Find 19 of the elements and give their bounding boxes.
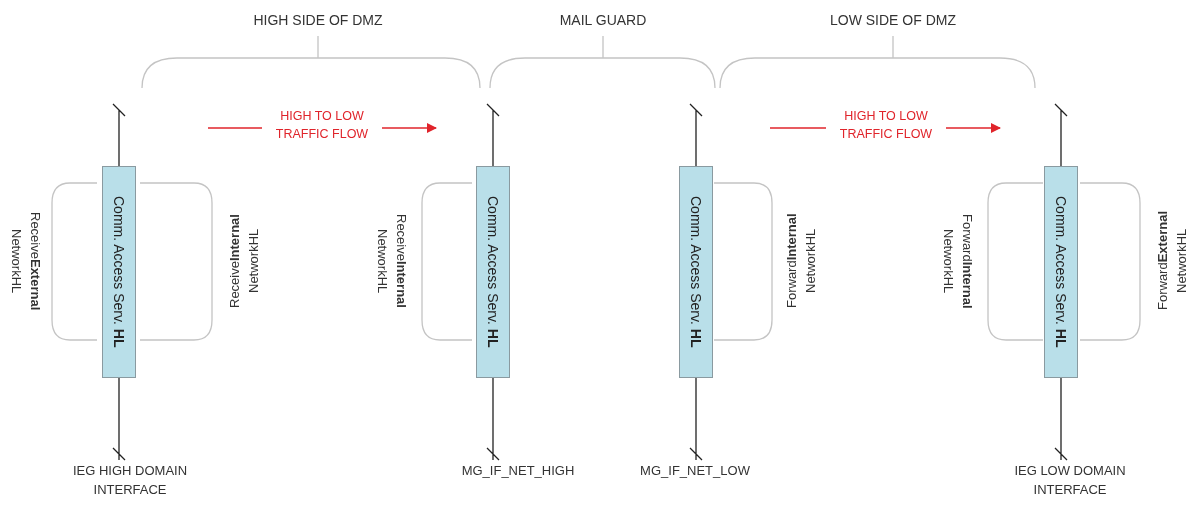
- process-box: Comm. Access Serv. HL: [476, 166, 510, 378]
- interface-label: IEG LOW DOMAIN INTERFACE: [1005, 462, 1135, 500]
- signal-line: [1054, 377, 1068, 461]
- section-title: MAIL GUARD: [559, 11, 647, 30]
- signal-line: [1054, 103, 1068, 167]
- signal-line: [689, 377, 703, 461]
- section-title: LOW SIDE OF DMZ: [830, 11, 956, 30]
- section-title: HIGH SIDE OF DMZ: [253, 11, 383, 30]
- signal-line: [486, 103, 500, 167]
- signal-line: [486, 377, 500, 461]
- interface-label: MG_IF_NET_LOW: [640, 462, 750, 481]
- process-box: Comm. Access Serv. HL: [102, 166, 136, 378]
- interface-label: IEG HIGH DOMAIN INTERFACE: [62, 462, 198, 500]
- signal-line: [112, 377, 126, 461]
- interface-label: MG_IF_NET_HIGH: [461, 462, 575, 481]
- process-box: Comm. Access Serv. HL: [679, 166, 713, 378]
- process-box: Comm. Access Serv. HL: [1044, 166, 1078, 378]
- signal-line: [112, 103, 126, 167]
- signal-line: [689, 103, 703, 167]
